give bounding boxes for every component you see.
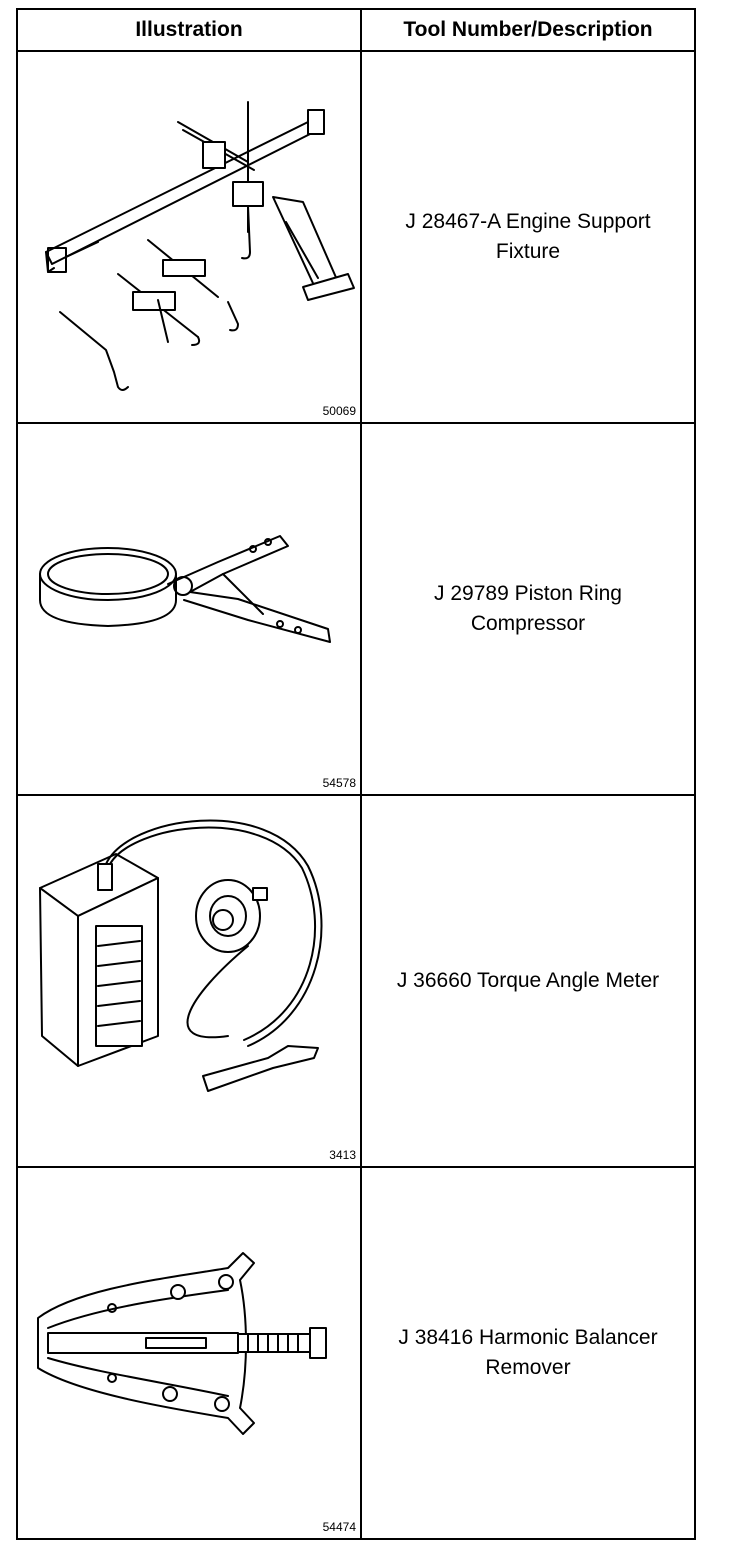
tool-line-2: Fixture (495, 240, 561, 263)
torque-angle-meter-icon (39, 819, 323, 1092)
tool-table: Illustration Tool Number/Description (16, 8, 696, 1540)
tool-line-1: J 28467-A Engine Support (405, 210, 651, 233)
tool-description: J 28467-A Engine Support Fixture (362, 52, 694, 422)
tool-line-1: J 36660 Torque Angle Meter (396, 969, 660, 992)
header-tool-description: Tool Number/Description (362, 10, 694, 52)
illustration-cell: 50069 (18, 52, 362, 422)
table-row: 3413 J 36660 Torque Angle Meter (18, 796, 694, 1168)
engine-support-fixture-icon (45, 101, 355, 391)
tool-description: J 29789 Piston Ring Compressor (362, 424, 694, 794)
tool-description: J 36660 Torque Angle Meter (362, 796, 694, 1166)
header-illustration: Illustration (18, 10, 362, 52)
tool-line-2: Compressor (470, 612, 586, 635)
tool-line-2: Remover (485, 1356, 571, 1379)
figure-number: 3413 (329, 1148, 356, 1162)
figure-number: 54474 (322, 1520, 356, 1534)
tool-line-1: J 38416 Harmonic Balancer (398, 1326, 658, 1349)
illustration-cell: 54474 (18, 1168, 362, 1538)
tool-line-1: J 29789 Piston Ring (434, 582, 622, 605)
table-row: 54474 J 38416 Harmonic Balancer Remover (18, 1168, 694, 1538)
illustration-cell: 3413 (18, 796, 362, 1166)
table-row: 50069 J 28467-A Engine Support Fixture (18, 52, 694, 424)
figure-number: 54578 (322, 776, 356, 790)
figure-number: 50069 (322, 404, 356, 418)
illustration-cell: 54578 (18, 424, 362, 794)
harmonic-balancer-remover-icon (37, 1252, 327, 1435)
piston-ring-compressor-icon (39, 535, 331, 643)
tool-description: J 38416 Harmonic Balancer Remover (362, 1168, 694, 1538)
table-row: 54578 J 29789 Piston Ring Compressor (18, 424, 694, 796)
